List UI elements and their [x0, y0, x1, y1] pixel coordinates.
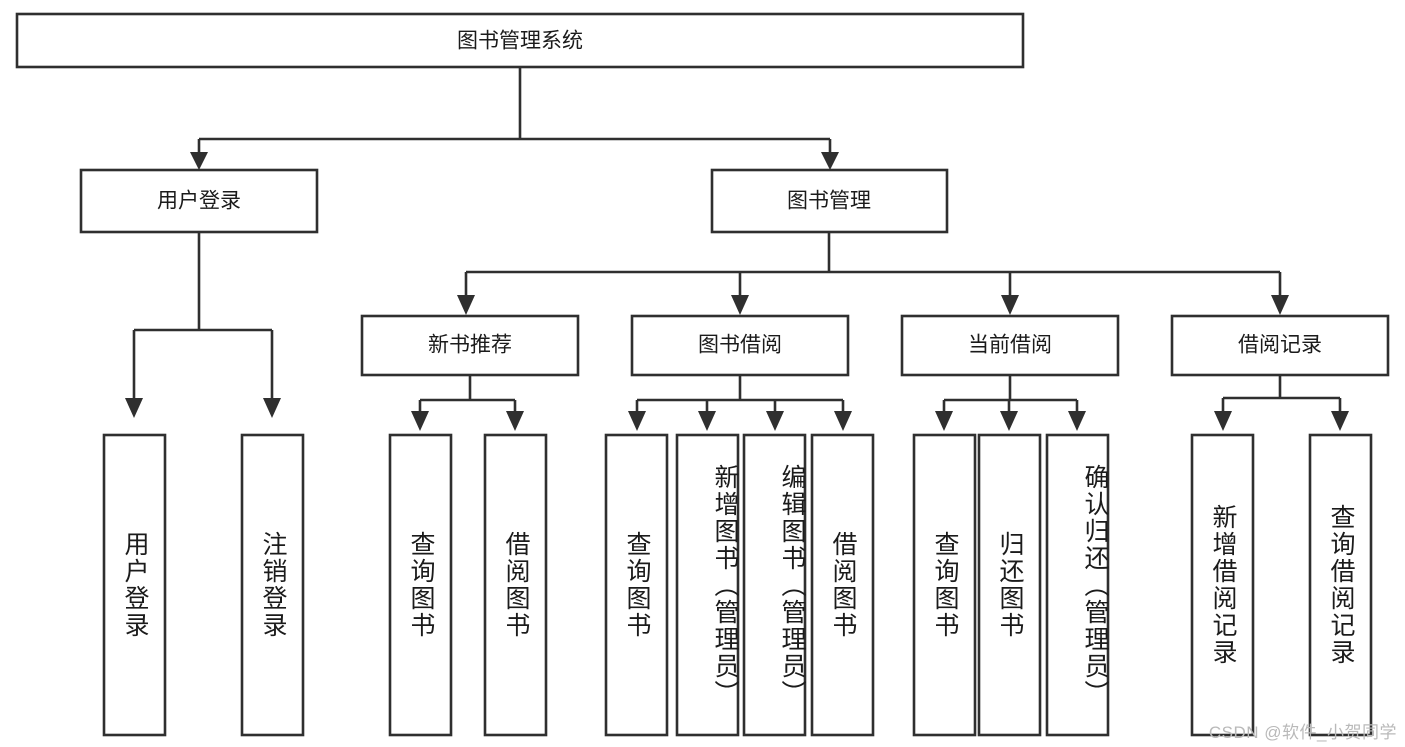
arrow-head-icon [766, 411, 784, 431]
connector-root-to-level2 [190, 67, 839, 170]
book-borrow-label: 图书借阅 [698, 334, 782, 357]
node-user-login[interactable]: 用户登录 [79, 168, 319, 234]
connector-newbook-to-leaves [411, 375, 524, 431]
leaf-box-logout[interactable] [240, 433, 305, 737]
new-book-recommend-box-rect [360, 314, 580, 377]
arrow-head-icon [935, 411, 953, 431]
watermark-text: CSDN @软件_小贺同学 [1208, 723, 1397, 742]
node-root[interactable]: 图书管理系统 [15, 12, 1025, 69]
leaf-box-query-book-1[interactable] [388, 433, 453, 737]
node-current-borrow[interactable]: 当前借阅 [900, 314, 1120, 377]
connector-borrowrecord-to-leaves [1214, 375, 1349, 431]
root-box-rect [15, 12, 1025, 69]
arrow-head-icon [834, 411, 852, 431]
current-borrow-box-rect [900, 314, 1120, 377]
leaf-box-query-record[interactable] [1308, 433, 1373, 737]
leaf-box-add-record[interactable] [1190, 433, 1255, 737]
leaf-box-borrow-book-2[interactable] [810, 433, 875, 737]
arrow-head-icon [698, 411, 716, 431]
node-new-book-recommend[interactable]: 新书推荐 [360, 314, 580, 377]
arrow-head-icon [263, 398, 281, 418]
node-book-management[interactable]: 图书管理 [710, 168, 949, 234]
connector-currentborrow-to-leaves [935, 375, 1086, 431]
book-management-label: 图书管理 [787, 190, 871, 213]
arrow-head-icon [190, 152, 208, 170]
connector-bookmgmt-to-level3 [457, 232, 1289, 315]
arrow-head-icon [821, 152, 839, 170]
leaf-box-edit-book[interactable] [742, 433, 807, 737]
root-label: 图书管理系统 [457, 30, 583, 53]
leaf-box-query-book-3[interactable] [912, 433, 977, 737]
current-borrow-label: 当前借阅 [968, 334, 1052, 357]
arrow-head-icon [411, 411, 429, 431]
leaf-box-confirm-return[interactable] [1045, 433, 1110, 737]
leaf-box-add-book[interactable] [675, 433, 740, 737]
arrow-head-icon [125, 398, 143, 418]
connector-bookborrow-to-leaves [628, 375, 852, 431]
arrow-head-icon [628, 411, 646, 431]
arrow-head-icon [1331, 411, 1349, 431]
arrow-head-icon [457, 295, 475, 315]
leaf-box-user-login[interactable] [102, 433, 167, 737]
leaf-box-return-book[interactable] [977, 433, 1042, 737]
node-book-borrow[interactable]: 图书借阅 [630, 314, 850, 377]
arrow-head-icon [506, 411, 524, 431]
arrow-head-icon [1068, 411, 1086, 431]
arrow-head-icon [731, 295, 749, 315]
leaf-box-query-book-2[interactable] [604, 433, 669, 737]
new-book-recommend-label: 新书推荐 [428, 334, 512, 357]
user-login-box-rect [79, 168, 319, 234]
arrow-head-icon [1271, 295, 1289, 315]
leaf-box-borrow-book-1[interactable] [483, 433, 548, 737]
connector-userlogin-to-leaves [125, 232, 281, 418]
arrow-head-icon [1001, 295, 1019, 315]
node-borrow-record[interactable]: 借阅记录 [1170, 314, 1390, 377]
borrow-record-label: 借阅记录 [1238, 334, 1322, 357]
arrow-head-icon [1000, 411, 1018, 431]
user-login-label: 用户登录 [157, 190, 241, 213]
arrow-head-icon [1214, 411, 1232, 431]
